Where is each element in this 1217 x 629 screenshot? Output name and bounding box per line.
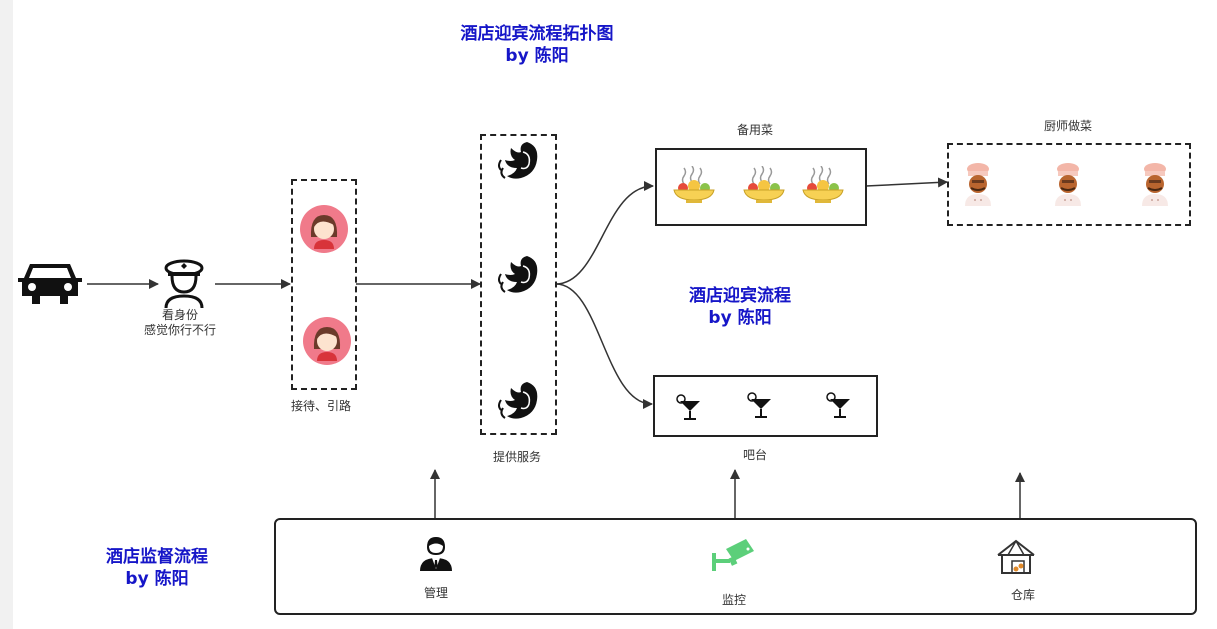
cocktail-icon[interactable]	[826, 391, 852, 419]
service-label: 提供服务	[492, 450, 541, 464]
chef-icon[interactable]	[961, 162, 995, 206]
chef-icon[interactable]	[1051, 162, 1085, 206]
hostess-icon[interactable]	[497, 252, 541, 296]
chef-icon[interactable]	[1138, 162, 1172, 206]
monitor-label: 监控	[721, 593, 746, 607]
welcome-title: 酒店迎宾流程 by 陈阳	[665, 285, 815, 329]
left-margin-strip	[0, 0, 13, 629]
chefs-group[interactable]	[947, 143, 1191, 226]
warehouse-label: 仓库	[1010, 588, 1035, 602]
backup-dishes-label: 备用菜	[736, 123, 773, 137]
hostess-icon[interactable]	[497, 138, 541, 182]
edge-dishes-chefs	[865, 177, 948, 188]
dish-icon[interactable]	[672, 165, 716, 204]
guard-label: 看身份 感觉你行不行	[130, 308, 230, 338]
supervise-title: 酒店监督流程 by 陈阳	[82, 546, 232, 590]
warehouse-icon[interactable]	[996, 539, 1036, 575]
chefs-label: 厨师做菜	[1043, 119, 1092, 133]
edge-service-bar	[555, 283, 653, 409]
dish-icon[interactable]	[801, 165, 845, 204]
cocktail-icon[interactable]	[676, 393, 702, 421]
manage-label: 管理	[423, 586, 448, 600]
bar-label: 吧台	[742, 448, 767, 462]
welcome-title-line1: 酒店迎宾流程	[689, 286, 791, 306]
reception-group[interactable]	[291, 179, 357, 390]
receptionist-icon[interactable]	[300, 205, 348, 253]
guard-label-line2: 感觉你行不行	[143, 323, 216, 337]
dish-icon[interactable]	[742, 165, 786, 204]
receptionist-icon[interactable]	[303, 317, 351, 365]
reception-label: 接待、引路	[290, 399, 351, 413]
manager-icon[interactable]	[418, 535, 454, 571]
cocktail-icon[interactable]	[747, 391, 773, 419]
supervise-title-line1: 酒店监督流程	[106, 547, 208, 567]
welcome-title-line2: by 陈阳	[708, 308, 772, 328]
edge-service-dishes	[555, 181, 654, 285]
topology-title-line1: 酒店迎宾流程拓扑图	[460, 24, 614, 44]
guard-label-line1: 看身份	[161, 308, 198, 322]
camera-icon[interactable]	[710, 537, 756, 573]
supervise-title-line2: by 陈阳	[125, 569, 189, 589]
service-group[interactable]	[480, 134, 557, 435]
car-icon[interactable]	[18, 258, 82, 308]
topology-title-line2: by 陈阳	[505, 46, 569, 66]
topology-title: 酒店迎宾流程拓扑图 by 陈阳	[432, 23, 642, 67]
security-guard-icon[interactable]	[162, 258, 206, 309]
hostess-icon[interactable]	[497, 378, 541, 422]
